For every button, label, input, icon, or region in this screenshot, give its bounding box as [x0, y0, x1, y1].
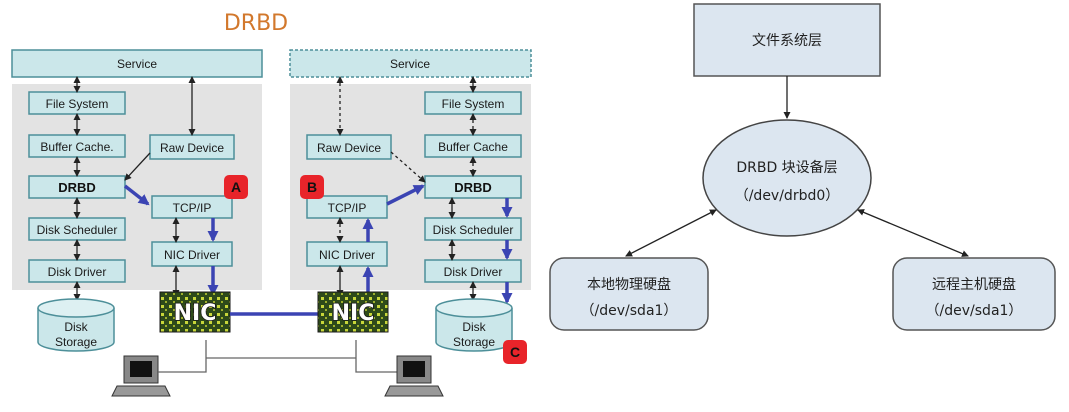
node-b-file-system-label: File System [442, 97, 505, 111]
node-b-disk-storage [435, 298, 513, 352]
node-b-nic-driver-label: NIC Driver [319, 248, 375, 262]
node-b: Service File System Raw Device Buffer Ca… [289, 49, 532, 397]
node-a-nic-driver-label: NIC Driver [164, 248, 220, 262]
node-a-file-system-label: File System [46, 97, 109, 111]
node-a-tcpip-label: TCP/IP [173, 201, 212, 215]
node-a-disk-storage [37, 298, 115, 352]
node-b-nic-chip [317, 291, 389, 333]
network-link [158, 312, 398, 373]
node-a-disk-driver-label: Disk Driver [48, 265, 107, 279]
badge-a-label: A [231, 179, 241, 195]
diagram-title: DRBD [224, 11, 288, 36]
drbd-layer-device: （/dev/drbd0） [735, 188, 840, 204]
node-b-disk-storage-label-1: Disk [462, 320, 486, 334]
badge-b-label: B [307, 179, 317, 195]
node-a-nic-driver-box [151, 241, 233, 267]
node-b-disk-storage-label-2: Storage [453, 335, 495, 349]
node-b-tcpip-label: TCP/IP [328, 201, 367, 215]
remote-disk-box [892, 257, 1056, 331]
computer-b-icon [384, 355, 444, 397]
fs-layer-label: 文件系统层 [752, 33, 822, 49]
node-a-drbd-tcpip-flow [123, 184, 150, 206]
node-b-drbd-label: DRBD [454, 180, 492, 195]
node-b-nic-driver-box [306, 241, 388, 267]
node-a-buffer-cache-label: Buffer Cache. [40, 140, 113, 154]
node-b-tcpip-drbd-flow [386, 184, 425, 206]
node-b-raw-drbd-arrow [390, 151, 426, 183]
node-b-disk-scheduler-label: Disk Scheduler [433, 223, 514, 237]
node-b-service-box [289, 49, 532, 78]
node-a-raw-device-label: Raw Device [160, 141, 224, 155]
node-b-disk-scheduler-box [424, 217, 522, 241]
node-a-disk-storage-label-2: Storage [55, 335, 97, 349]
node-b-buffer-cache-label: Buffer Cache [438, 140, 508, 154]
node-a-disk-scheduler-label: Disk Scheduler [37, 223, 118, 237]
right-layer-diagram: 文件系统层 DRBD 块设备层 （/dev/drbd0） 本地物理硬盘 （/de… [549, 3, 1056, 331]
node-b-disk-driver-label: Disk Driver [444, 265, 503, 279]
remote-disk-label: 远程主机硬盘 [932, 276, 1016, 293]
node-a-disk-storage-label-1: Disk [64, 320, 88, 334]
badge-a-icon [224, 175, 248, 199]
node-b-raw-device-label: Raw Device [317, 141, 381, 155]
node-a-drbd-label: DRBD [58, 180, 96, 195]
drbd-remote-disk-arrow [857, 209, 969, 257]
node-b-tcpip-box [306, 195, 388, 219]
node-a-service-label: Service [117, 57, 157, 71]
node-a-service-box [11, 49, 263, 78]
node-a-tcpip-box [151, 195, 233, 219]
computer-b-cable [355, 340, 398, 373]
node-a: Service File System Buffer Cache. Raw De… [11, 49, 263, 397]
node-a-nic-label: NIC [174, 301, 217, 326]
node-b-nic-label: NIC [332, 301, 375, 326]
node-a-raw-drbd-arrow [124, 152, 151, 181]
node-b-raw-device-box [306, 134, 392, 160]
node-a-raw-device-box [149, 134, 235, 160]
remote-disk-device: （/dev/sda1） [926, 303, 1023, 319]
computer-a-cable [158, 340, 207, 373]
local-disk-device: （/dev/sda1） [581, 303, 678, 319]
badge-b-icon [300, 175, 324, 199]
node-a-nic-chip [159, 291, 231, 333]
local-disk-label: 本地物理硬盘 [587, 276, 671, 293]
drbd-local-disk-arrow [625, 209, 717, 257]
node-b-service-label: Service [390, 57, 430, 71]
local-disk-box [549, 257, 709, 331]
drbd-layer-ellipse [702, 119, 872, 237]
fs-layer-box [693, 3, 881, 77]
badge-c-label: C [510, 344, 520, 360]
badge-c-icon [503, 340, 527, 364]
computer-a-icon [111, 355, 171, 397]
drbd-layer-label: DRBD 块设备层 [736, 159, 837, 176]
